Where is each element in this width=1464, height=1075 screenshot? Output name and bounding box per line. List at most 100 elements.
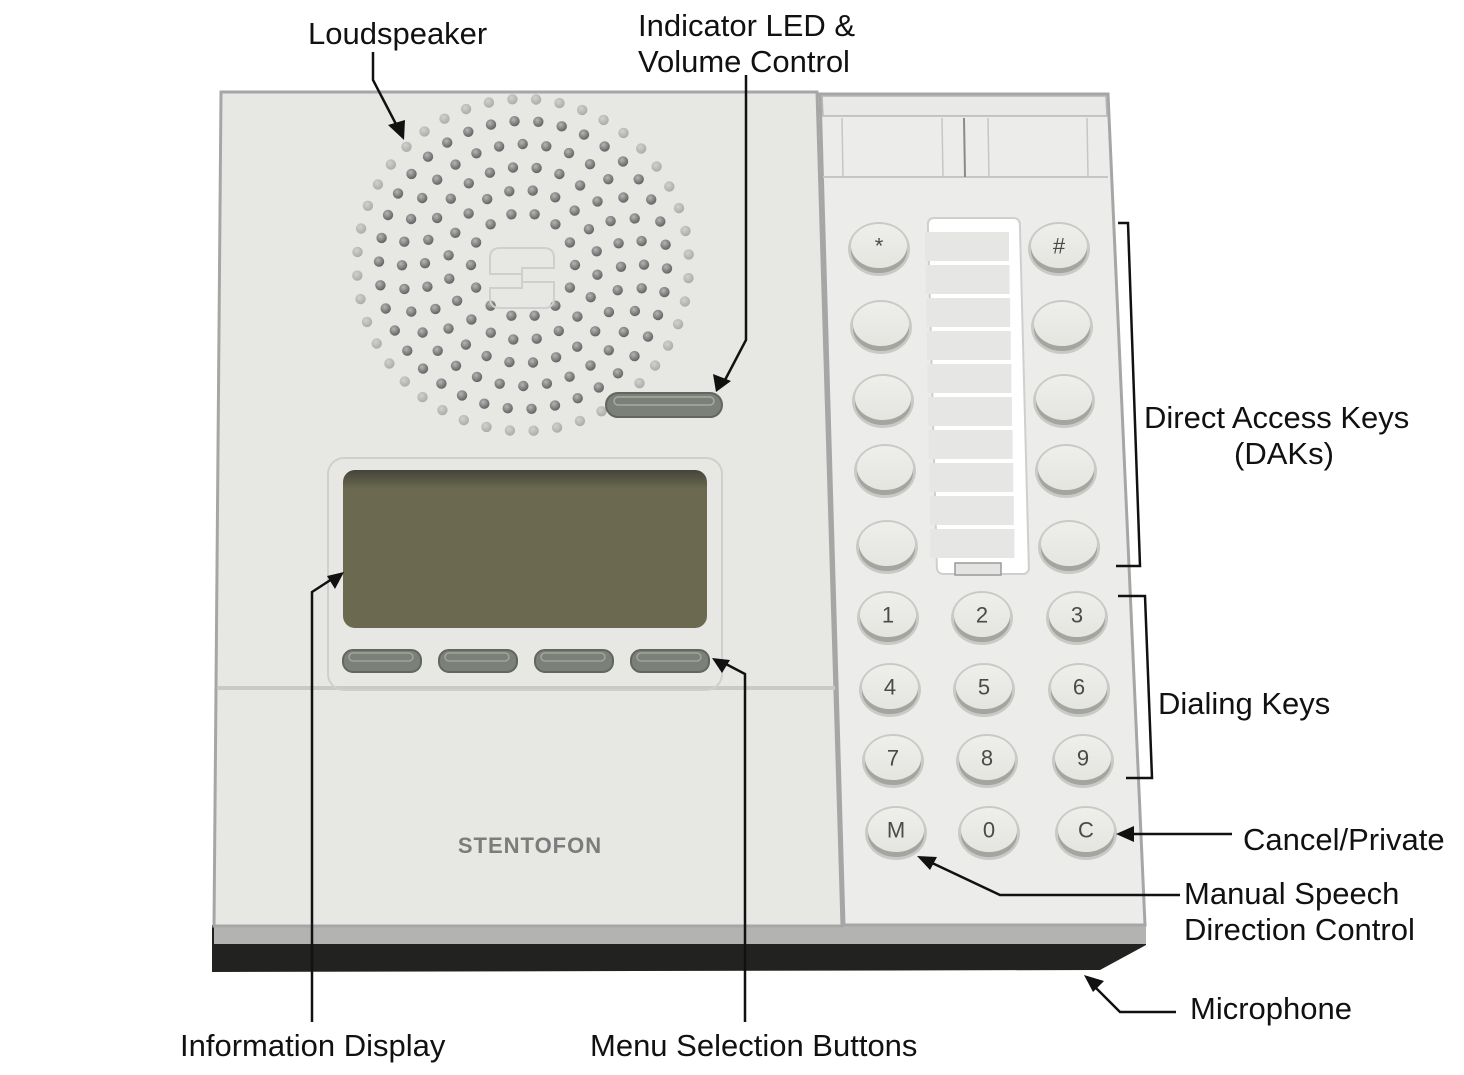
dak-right-4[interactable] bbox=[1035, 444, 1097, 498]
dial-key-m[interactable]: M bbox=[865, 806, 927, 860]
label-indicator-led-line2: Volume Control bbox=[638, 44, 850, 79]
speaker-hole bbox=[577, 104, 588, 116]
dial-key-8[interactable]: 8 bbox=[956, 734, 1018, 788]
dial-key-3[interactable]: 3 bbox=[1046, 591, 1108, 645]
speaker-hole bbox=[352, 246, 363, 258]
speaker-hole bbox=[443, 250, 454, 261]
callout-lines bbox=[310, 52, 1232, 1022]
dial-key-1-label: 1 bbox=[882, 603, 894, 628]
speaker-hole bbox=[485, 119, 497, 130]
speaker-hole bbox=[541, 141, 552, 152]
dial-key-6[interactable]: 6 bbox=[1048, 663, 1110, 717]
speaker-hole bbox=[590, 326, 601, 337]
dial-key-1[interactable]: 1 bbox=[857, 591, 919, 645]
menu-leader bbox=[723, 661, 747, 1022]
keypad-slot-line bbox=[987, 117, 990, 178]
speaker-hole bbox=[572, 393, 583, 404]
dak-right-5[interactable] bbox=[1038, 520, 1100, 574]
speaker-hole bbox=[551, 422, 563, 433]
dak-left-4[interactable] bbox=[854, 444, 916, 498]
speaker-hole bbox=[527, 357, 539, 368]
hash-key[interactable]: # bbox=[1028, 222, 1090, 276]
speaker-hole bbox=[572, 341, 583, 352]
menu-selection-button-2[interactable] bbox=[438, 649, 518, 673]
speaker-hole bbox=[401, 141, 412, 152]
dak-label-card bbox=[929, 463, 1014, 492]
speaker-hole bbox=[574, 415, 586, 427]
menu-selection-button-3[interactable] bbox=[534, 649, 614, 673]
speaker-hole bbox=[445, 193, 456, 204]
dial-key-c[interactable]: C bbox=[1055, 806, 1117, 860]
brand-logo: STENTOFON bbox=[458, 833, 602, 858]
speaker-hole bbox=[432, 174, 443, 185]
star-key-label: * bbox=[875, 234, 884, 259]
speaker-hole bbox=[603, 345, 614, 356]
label-information-display: Information Display bbox=[180, 1028, 446, 1063]
dak-label-cards bbox=[925, 232, 1015, 558]
speaker-hole bbox=[507, 94, 518, 105]
dial-key-c-label: C bbox=[1078, 818, 1094, 843]
dial-key-5[interactable]: 5 bbox=[953, 663, 1015, 717]
speaker-hole bbox=[517, 138, 528, 150]
dak-right-2[interactable] bbox=[1031, 300, 1093, 354]
speaker-hole bbox=[612, 368, 624, 379]
speaker-hole bbox=[432, 345, 443, 356]
dial-key-0[interactable]: 0 bbox=[958, 806, 1020, 860]
dial-key-9[interactable]: 9 bbox=[1052, 734, 1114, 788]
speaker-hole bbox=[572, 311, 583, 322]
dial-key-2[interactable]: 2 bbox=[951, 591, 1013, 645]
speaker-hole bbox=[634, 378, 645, 389]
speaker-hole bbox=[470, 282, 482, 293]
speaker-hole bbox=[444, 273, 455, 284]
speaker-hole bbox=[550, 219, 561, 230]
speaker-hole bbox=[583, 224, 595, 235]
speaker-hole bbox=[527, 185, 538, 196]
dak-left-5[interactable] bbox=[856, 520, 918, 574]
daks-bracket bbox=[1116, 221, 1142, 568]
speaker-hole bbox=[504, 356, 515, 368]
dial-key-7[interactable]: 7 bbox=[862, 734, 924, 788]
speaker-hole bbox=[603, 306, 615, 318]
speaker-hole bbox=[450, 360, 462, 371]
dial-key-5-label: 5 bbox=[978, 675, 990, 700]
menu-selection-button-4[interactable] bbox=[630, 649, 710, 673]
star-key[interactable]: * bbox=[848, 222, 910, 276]
speaker-hole bbox=[456, 390, 468, 401]
dak-label-card bbox=[925, 265, 1010, 294]
speaker-hole bbox=[636, 143, 647, 154]
dak-label-card bbox=[925, 232, 1009, 261]
arrowhead-icon bbox=[388, 120, 405, 140]
speaker-hole bbox=[529, 209, 540, 220]
dial-key-0-label: 0 bbox=[983, 818, 995, 843]
dak-left-2[interactable] bbox=[850, 300, 912, 354]
speaker-hole bbox=[402, 345, 413, 356]
speaker-hole bbox=[629, 350, 640, 362]
speaker-hole bbox=[422, 281, 433, 292]
keypad-slot-line bbox=[941, 117, 944, 178]
speaker-hole bbox=[638, 259, 650, 270]
arrowhead-icon bbox=[1116, 826, 1134, 842]
speaker-hole bbox=[504, 186, 515, 197]
speaker-hole bbox=[662, 340, 674, 351]
dial-key-4[interactable]: 4 bbox=[859, 663, 921, 717]
speaker-hole bbox=[672, 319, 684, 330]
speaker-hole bbox=[389, 325, 400, 336]
speaker-hole bbox=[531, 333, 542, 344]
speaker-hole bbox=[362, 200, 374, 211]
arrowhead-icon bbox=[712, 658, 730, 673]
label-manual-speech-line2: Direction Control bbox=[1184, 912, 1415, 947]
dak-left-3[interactable] bbox=[852, 374, 914, 428]
menu-selection-button-1[interactable] bbox=[342, 649, 422, 673]
speaker-hole bbox=[596, 406, 607, 417]
speaker-hole bbox=[574, 180, 586, 191]
speaker-hole bbox=[655, 216, 666, 227]
speaker-hole bbox=[556, 121, 567, 132]
speaker-hole bbox=[471, 371, 483, 383]
label-menu-selection-buttons: Menu Selection Buttons bbox=[590, 1028, 918, 1063]
speaker-hole bbox=[406, 168, 417, 180]
dak-label-card bbox=[926, 298, 1011, 327]
speaker-hole bbox=[526, 403, 537, 414]
speaker-hole bbox=[396, 260, 408, 271]
speaker-hole bbox=[592, 269, 603, 280]
dak-right-3[interactable] bbox=[1033, 374, 1095, 428]
